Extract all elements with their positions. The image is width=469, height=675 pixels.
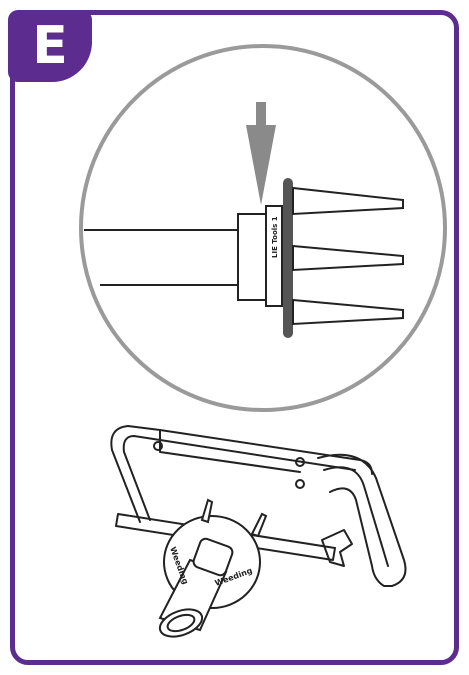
step-letter: E <box>32 16 68 76</box>
collar-inner <box>265 205 283 307</box>
hub-label: LIE Tools 1 <box>271 216 279 258</box>
rivet <box>295 479 305 489</box>
saw-blade <box>115 513 336 561</box>
tube-bore <box>166 613 196 633</box>
prong-bottom <box>292 298 404 326</box>
rivet <box>153 441 163 451</box>
collar <box>192 537 234 577</box>
saw-handle <box>317 453 407 587</box>
saw-assembly <box>110 425 407 587</box>
wing-nut <box>321 529 353 567</box>
rivet <box>295 457 305 467</box>
flange-plate <box>283 178 293 338</box>
flange-prongs <box>200 498 268 538</box>
saw-frame <box>110 425 373 523</box>
collar-outer <box>237 213 267 301</box>
prong-top <box>292 186 404 216</box>
prongs <box>292 186 404 326</box>
prong-middle <box>292 244 404 272</box>
tube-assembly: Weeding Weeding <box>158 498 268 638</box>
step-badge: E <box>8 10 92 82</box>
detail-view: LIE Tools 1 <box>79 44 447 412</box>
down-arrow-icon <box>246 102 276 205</box>
